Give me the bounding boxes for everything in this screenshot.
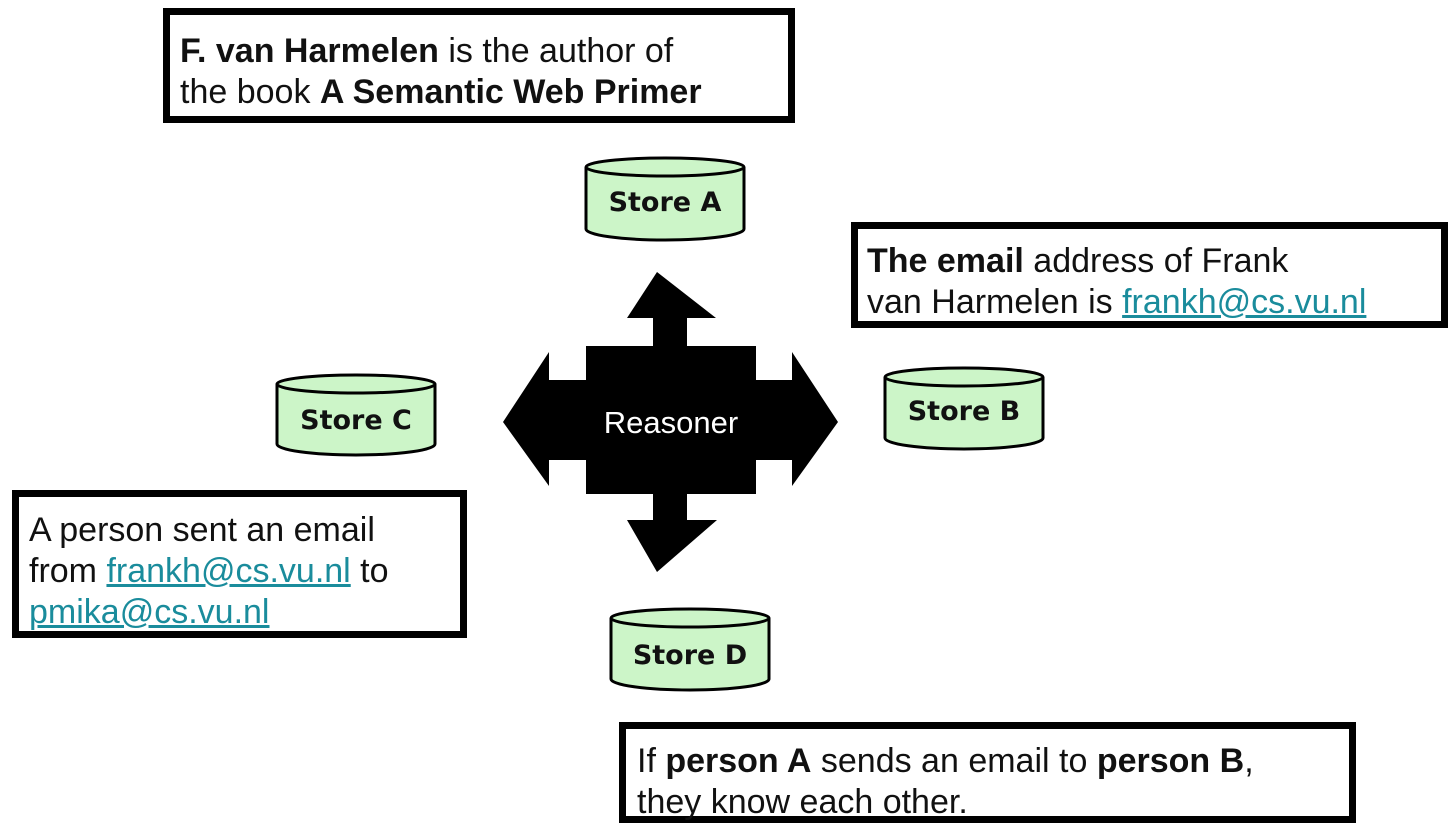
store-c: Store C bbox=[275, 372, 437, 458]
email-link-from[interactable]: frankh@cs.vu.nl bbox=[106, 552, 351, 590]
email-link[interactable]: frankh@cs.vu.nl bbox=[1122, 283, 1367, 321]
store-b: Store B bbox=[883, 365, 1045, 452]
store-d-label: Store D bbox=[632, 640, 748, 671]
database-icon bbox=[584, 156, 746, 242]
statement-sent-line1: A person sent an email bbox=[29, 511, 375, 549]
statement-email-line1: The email address of Frank bbox=[867, 242, 1289, 280]
statement-email: The email address of Frank van Harmelen … bbox=[851, 222, 1448, 328]
statement-author-line2: the book A Semantic Web Primer bbox=[180, 73, 702, 111]
store-d: Store D bbox=[609, 606, 771, 693]
store-a-label: Store A bbox=[608, 187, 722, 218]
store-c-label: Store C bbox=[300, 405, 412, 436]
statement-author: F. van Harmelen is the author of the boo… bbox=[163, 8, 795, 123]
store-b-label: Store B bbox=[907, 396, 1021, 427]
statement-sent: A person sent an email from frankh@cs.vu… bbox=[12, 490, 467, 638]
statement-rule-line1: If person A sends an email to person B, bbox=[637, 742, 1254, 780]
email-link-to[interactable]: pmika@cs.vu.nl bbox=[29, 593, 270, 631]
reasoner-label: Reasoner bbox=[603, 405, 739, 440]
store-a: Store A bbox=[584, 155, 746, 243]
statement-rule: If person A sends an email to person B, … bbox=[619, 722, 1356, 823]
reasoner-shape bbox=[503, 272, 838, 572]
statement-sent-line2: from frankh@cs.vu.nl to bbox=[29, 552, 389, 590]
database-icon bbox=[609, 607, 771, 692]
statement-author-line1: F. van Harmelen is the author of bbox=[180, 32, 674, 70]
database-icon bbox=[883, 366, 1045, 451]
database-icon bbox=[275, 373, 437, 457]
statement-email-line2: van Harmelen is frankh@cs.vu.nl bbox=[867, 283, 1367, 321]
statement-rule-line2: they know each other. bbox=[637, 783, 968, 821]
statement-sent-line3: pmika@cs.vu.nl bbox=[29, 592, 460, 633]
